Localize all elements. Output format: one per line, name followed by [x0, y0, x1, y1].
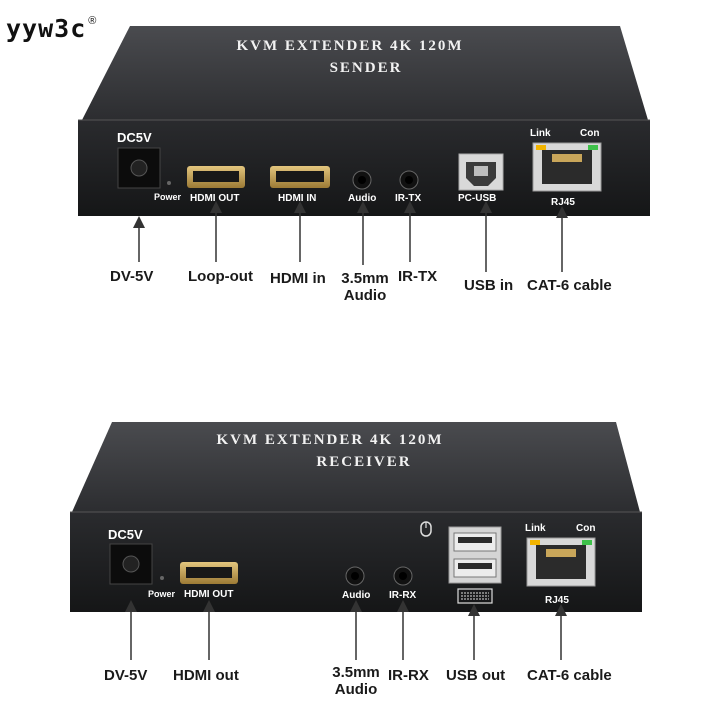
receiver-audio-label: Audio [342, 590, 370, 601]
sender-top-subtitle: SENDER [330, 60, 403, 76]
sender-callout-usb: USB in [464, 277, 514, 294]
receiver-power-label: Power [148, 589, 176, 599]
sender-ir-label: IR-TX [395, 193, 421, 204]
receiver-hdmi-out-label: HDMI OUT [184, 589, 233, 600]
receiver-callout-arrows [125, 600, 567, 660]
sender-dc-label: DC5V [117, 130, 152, 145]
sender-callout-dc: DV-5V [110, 268, 154, 285]
sender-callout-ir: IR-TX [398, 268, 438, 285]
sender-link-label: Link [530, 128, 551, 139]
receiver-callout-hdmi-out: HDMI out [173, 667, 239, 684]
receiver-con-label: Con [576, 523, 595, 534]
sender-callout-hdmi-in: HDMI in [270, 270, 326, 287]
receiver-callout-ir: IR-RX [388, 667, 429, 684]
sender-callout-cat6: CAT-6 cable [527, 277, 612, 294]
keyboard-icon [457, 588, 493, 604]
receiver-top-subtitle: RECEIVER [316, 454, 411, 470]
sender-power-label: Power [154, 192, 182, 202]
receiver-top-title: KVM EXTENDER 4K 120M [216, 432, 443, 448]
receiver-ir-label: IR-RX [389, 590, 417, 601]
receiver-callout-usb: USB out [446, 667, 506, 684]
sender-hdmi-in-label: HDMI IN [278, 193, 316, 204]
sender-hdmi-out-label: HDMI OUT [190, 193, 239, 204]
sender-top-panel [82, 26, 648, 120]
sender-usb-label: PC-USB [458, 193, 496, 204]
receiver-top-panel [72, 422, 640, 512]
receiver-link-label: Link [525, 523, 546, 534]
receiver-callout-dc: DV-5V [104, 667, 148, 684]
sender-audio-label: Audio [348, 193, 376, 204]
sender-device: KVM EXTENDER 4K 120M SENDER DC5V Power H… [78, 26, 650, 216]
sender-rj45-label: RJ45 [551, 197, 575, 208]
sender-callout-arrows [133, 201, 568, 272]
receiver-rj45-label: RJ45 [545, 595, 569, 606]
receiver-dc-label: DC5V [108, 527, 143, 542]
sender-power-led [167, 181, 171, 185]
mouse-icon [420, 521, 432, 537]
receiver-device: KVM EXTENDER 4K 120M RECEIVER DC5V Power… [70, 422, 642, 612]
receiver-power-led [160, 576, 164, 580]
sender-dc-jack [117, 147, 161, 189]
receiver-callout-cat6: CAT-6 cable [527, 667, 612, 684]
sender-callout-loop-out: Loop-out [188, 268, 253, 285]
brand-logo: yyw3c® [6, 14, 98, 43]
sender-top-title: KVM EXTENDER 4K 120M [236, 38, 463, 54]
sender-con-label: Con [580, 128, 599, 139]
